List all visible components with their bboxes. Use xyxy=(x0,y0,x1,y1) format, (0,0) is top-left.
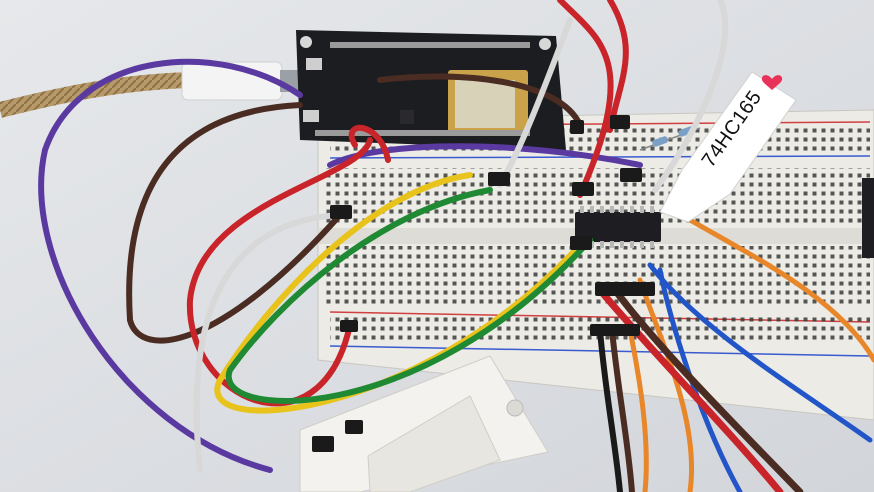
jumper-wires xyxy=(38,0,874,492)
second-ic xyxy=(862,178,874,258)
heart-icon xyxy=(761,75,783,90)
callout-tag xyxy=(659,71,797,223)
dupont-connectors xyxy=(330,115,655,336)
nodemcu-board xyxy=(296,30,566,150)
wall-switch xyxy=(299,355,549,492)
